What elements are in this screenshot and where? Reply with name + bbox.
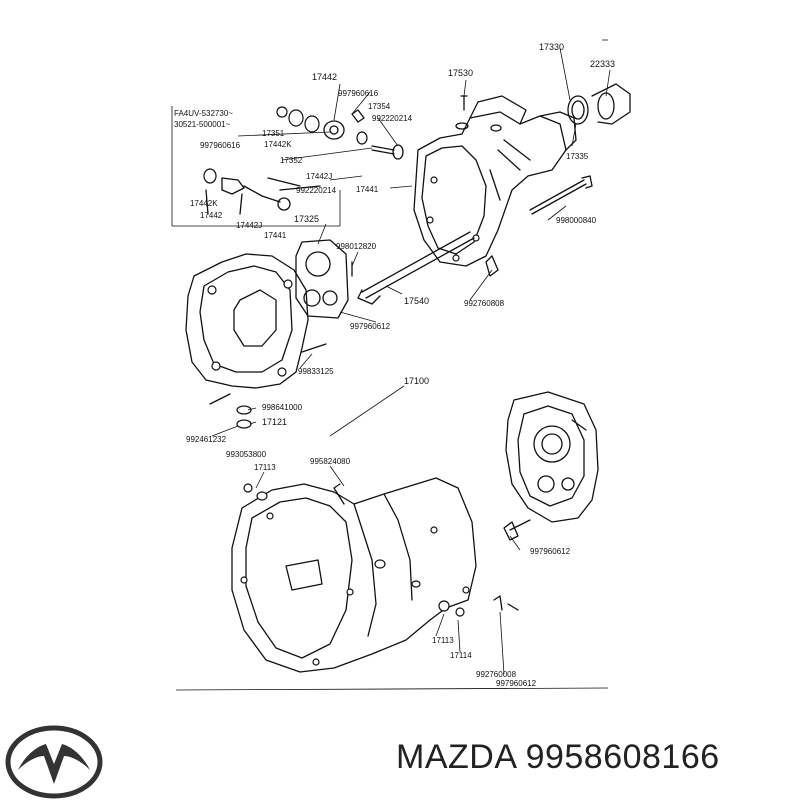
part-label-998000840: 998000840 (556, 216, 597, 225)
part-label-fa4uv: FA4UV-532730~ (174, 109, 233, 118)
part-label-99833125: 99833125 (298, 367, 334, 376)
part-label-997960612-c: 997960612 (496, 679, 537, 688)
part-label-17442j-a: 17442J (306, 172, 333, 181)
part-label-17113-b: 17113 (432, 636, 454, 645)
part-label-17442-b: 17442 (200, 211, 223, 220)
gasket (295, 239, 353, 319)
part-label-17442k-b: 17442K (190, 199, 218, 208)
part-label-17113-a: 17113 (254, 463, 276, 472)
part-label-997960612-a: 997960612 (350, 322, 391, 331)
exploded-parts-diagram (171, 39, 631, 691)
part-label-22333: 22333 (590, 59, 616, 69)
part-label-17540: 17540 (404, 296, 430, 306)
part-label-992220214-a: 992220214 (372, 114, 413, 123)
part-label-992760808: 992760808 (464, 299, 505, 308)
part-label-998641000: 998641000 (262, 403, 303, 412)
part-label-995824080: 995824080 (310, 457, 351, 466)
rear-plate (503, 391, 599, 541)
part-label-992461232: 992461232 (186, 435, 227, 444)
extension-housing (357, 83, 631, 305)
part-label-992760008: 992760008 (476, 670, 517, 679)
mazda-logo-icon (5, 725, 103, 799)
part-label-30521: 30521-500001~ (174, 120, 231, 129)
part-label-992220214-b: 992220214 (296, 186, 337, 195)
part-label-993053800: 993053800 (226, 450, 267, 459)
part-label-17114: 17114 (450, 651, 472, 660)
part-label-17441-b: 17441 (264, 231, 287, 240)
transmission-case (231, 477, 519, 673)
part-label-17442j-b: 17442J (236, 221, 263, 230)
shift-components (203, 106, 404, 215)
part-label-17530: 17530 (448, 68, 474, 78)
part-label-17335: 17335 (566, 152, 589, 161)
part-label-997960616-a: 997960616 (338, 89, 379, 98)
part-label-17330: 17330 (539, 42, 565, 52)
frame-lines (171, 39, 609, 691)
part-label-17354: 17354 (368, 102, 391, 111)
part-label-17351: 17351 (262, 129, 285, 138)
brand-part-number: MAZDA 9958608166 (396, 738, 720, 776)
part-label-17442k-a: 17442K (264, 140, 292, 149)
part-label-997960612-b: 997960612 (530, 547, 571, 556)
part-label-17442: 17442 (312, 72, 338, 82)
part-label-17121: 17121 (262, 417, 288, 427)
part-label-17352: 17352 (280, 156, 303, 165)
part-label-998012820: 998012820 (336, 242, 377, 251)
part-label-17100: 17100 (404, 376, 430, 386)
part-label-997960616-b: 997960616 (200, 141, 241, 150)
leader-lines (211, 47, 611, 675)
intermediate-housing (185, 253, 327, 429)
part-label-17325: 17325 (294, 214, 320, 224)
part-label-17441-a: 17441 (356, 185, 379, 194)
